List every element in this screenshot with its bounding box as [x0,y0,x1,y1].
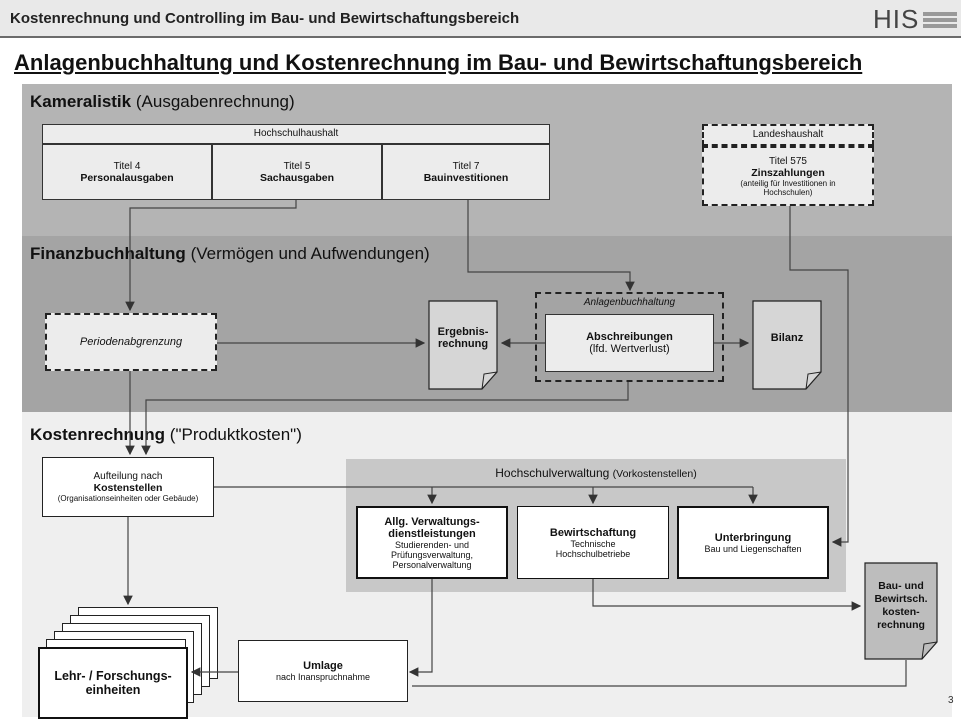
section-title-text: Finanzbuchhaltung [30,244,186,263]
titel-7-name: Bauinvestitionen [423,171,509,184]
section-subtitle-text: (Vermögen und Aufwendungen) [190,244,430,263]
kostenstellen-box: Aufteilung nach Kostenstellen (Organisat… [42,457,214,517]
section-title-kameralistik: Kameralistik (Ausgabenrechnung) [30,92,295,112]
titel-7-number: Titel 7 [452,160,480,172]
kostenstellen-title: Kostenstellen [93,482,163,494]
bau-kostenrechnung-line1: Bau- und [878,580,924,592]
section-subtitle-text: (Ausgabenrechnung) [135,92,295,111]
titel-5-box: Titel 5 Sachausgaben [212,144,382,200]
bilanz-doc-icon [752,300,822,390]
section-subtitle-text: ("Produktkosten") [169,425,302,444]
abschreibungen-box: Abschreibungen (lfd. Wertverlust) [545,314,714,372]
unterbringung-box: Unterbringung Bau und Liegenschaften [677,506,829,579]
bilanz-label: Bilanz [770,332,804,344]
bewirtschaftung-box: Bewirtschaftung Technische Hochschulbetr… [517,506,669,579]
hochschulverwaltung-title: Hochschulverwaltung (Vorkostenstellen) [346,466,846,480]
titel-5-name: Sachausgaben [259,171,335,184]
unterbringung-note: Bau und Liegenschaften [704,543,802,554]
bewirtschaftung-note: Technische Hochschulbetriebe [555,538,631,559]
verwaltung-title-1: Allg. Verwaltungs- [384,515,480,528]
header-title: Kostenrechnung und Controlling im Bau- u… [10,10,520,27]
ergebnisrechnung-label: Ergebnis- rechnung [428,316,498,360]
titel-4-number: Titel 4 [113,160,141,172]
kostenstellen-note: (Organisationseinheiten oder Gebäude) [57,494,199,503]
verwaltung-note: Studierenden- und Prüfungsverwaltung, Pe… [390,539,474,570]
section-title-finanzbuchhaltung: Finanzbuchhaltung (Vermögen und Aufwendu… [30,244,430,264]
umlage-title: Umlage [303,660,343,672]
abschreibungen-title: Abschreibungen [586,331,673,343]
umlage-note: nach Inanspruchnahme [275,672,371,682]
titel-4-name: Personalausgaben [80,171,174,184]
bau-kostenrechnung-line4: rechnung [877,619,925,631]
titel-575-note: (anteilig für Investitionen in Hochschul… [740,178,836,197]
his-logo: HIS [873,4,920,34]
verwaltung-box: Allg. Verwaltungs- dienstleistungen Stud… [356,506,508,579]
ergebnisrechnung-line1: Ergebnis- [437,326,489,338]
abschreibungen-subtitle: (lfd. Wertverlust) [589,343,670,355]
titel-7-box: Titel 7 Bauinvestitionen [382,144,550,200]
anlagenbuchhaltung-label: Anlagenbuchhaltung [583,297,676,308]
page-title: Anlagenbuchhaltung und Kostenrechnung im… [14,50,863,75]
section-title-kostenrechnung: Kostenrechnung ("Produktkosten") [30,425,302,445]
titel-575-name: Zinszahlungen [751,166,825,179]
hochschulverwaltung-subtitle-text: (Vorkostenstellen) [612,468,697,480]
section-title-text: Kostenrechnung [30,425,166,444]
bewirtschaftung-title: Bewirtschaftung [549,526,637,539]
section-title-text: Kameralistik [30,92,132,111]
kostenstellen-line1: Aufteilung nach [93,471,163,482]
his-logo-icon [923,10,957,34]
lehr-line1: Lehr- / Forschungs- [54,669,172,683]
page-number: 3 [948,695,954,706]
landeshaushalt-header: Landeshaushalt [702,124,874,146]
titel-575-box: Titel 575 Zinszahlungen (anteilig für In… [702,146,874,206]
hochschulverwaltung-title-text: Hochschulverwaltung [495,466,610,480]
bau-kostenrechnung-doc-icon [864,562,938,660]
bau-kostenrechnung-line3: kosten- [882,606,920,618]
header-bar [0,0,961,38]
lehr-line2: einheiten [85,683,141,697]
bau-kostenrechnung-line2: Bewirtsch. [874,593,928,605]
bau-kostenrechnung-label: Bau- und Bewirtsch. kosten- rechnung [864,566,938,646]
hochschulhaushalt-header: Hochschulhaushalt [42,124,550,144]
periodenabgrenzung-box: Periodenabgrenzung [45,313,217,371]
titel-5-number: Titel 5 [283,160,311,172]
unterbringung-title: Unterbringung [714,531,792,544]
lehr-forschungseinheiten-box: Lehr- / Forschungs- einheiten [38,647,188,719]
verwaltung-title-2: dienstleistungen [388,527,476,540]
anlagenbuchhaltung-group [535,292,724,382]
titel-575-number: Titel 575 [769,155,807,167]
ergebnisrechnung-doc-icon [428,300,498,390]
umlage-box: Umlage nach Inanspruchnahme [238,640,408,702]
titel-4-box: Titel 4 Personalausgaben [42,144,212,200]
ergebnisrechnung-line2: rechnung [437,338,489,350]
